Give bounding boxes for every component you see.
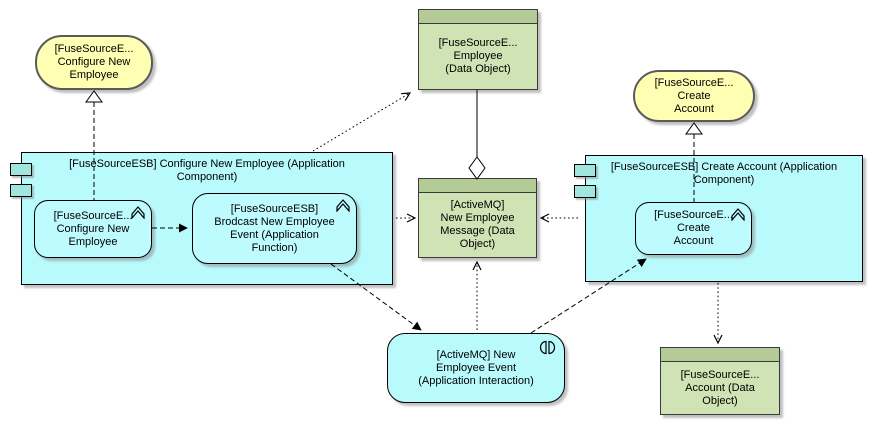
component-port-icon (574, 185, 596, 198)
component-port-icon (574, 164, 596, 177)
component-port-icon (10, 163, 32, 176)
component-port-icon (10, 184, 32, 197)
data-object-label: [FuseSourceE... Employee (Data Object) (438, 37, 518, 75)
create-account-service[interactable]: [FuseSourceE... Create Account (633, 70, 755, 122)
configure-new-employee-service[interactable]: [FuseSourceE... Configure New Employee (35, 35, 153, 90)
function-label: [FuseSourceESB] Brodcast New Employee Ev… (214, 202, 335, 254)
interaction-icon (539, 340, 556, 355)
realization-arrowhead (685, 122, 703, 135)
function-label: [FuseSourceE... Create Account (654, 209, 733, 247)
aggregation-employee-message[interactable] (468, 90, 486, 180)
employee-data-object[interactable]: [FuseSourceE... Employee (Data Object) (418, 9, 538, 90)
data-object-label: [FuseSourceE... Account (Data Object) (680, 368, 760, 407)
realization-arrowhead (85, 90, 103, 103)
aggregation-diamond (468, 156, 486, 180)
function-icon (131, 206, 145, 219)
component-title: [FuseSourceESB] Create Account (Applicat… (610, 161, 838, 186)
broadcast-new-employee-event-function[interactable]: [FuseSourceESB] Brodcast New Employee Ev… (192, 193, 357, 264)
service-label: [FuseSourceE... Create Account (654, 76, 734, 115)
service-label: [FuseSourceE... Configure New Employee (54, 43, 134, 81)
function-label: [FuseSourceE... Configure New Employee (53, 209, 133, 248)
component-title: [FuseSourceESB] Configure New Employee (… (69, 158, 345, 183)
function-icon (336, 199, 350, 212)
interaction-label: [ActiveMQ] New Employee Event (Applicati… (418, 348, 534, 387)
data-object-header (419, 10, 537, 24)
configure-new-employee-function[interactable]: [FuseSourceE... Configure New Employee (34, 200, 152, 258)
data-object-header (419, 179, 536, 193)
access-to-employee-data-object[interactable] (312, 93, 410, 152)
new-employee-message-data-object[interactable]: [ActiveMQ] New Employee Message (Data Ob… (418, 178, 537, 258)
function-icon (731, 208, 745, 221)
new-employee-event-interaction[interactable]: [ActiveMQ] New Employee Event (Applicati… (387, 333, 565, 403)
account-data-object[interactable]: [FuseSourceE... Account (Data Object) (660, 347, 780, 415)
create-account-function[interactable]: [FuseSourceE... Create Account (635, 202, 752, 255)
data-object-header (661, 348, 779, 362)
data-object-label: [ActiveMQ] New Employee Message (Data Ob… (440, 199, 515, 250)
